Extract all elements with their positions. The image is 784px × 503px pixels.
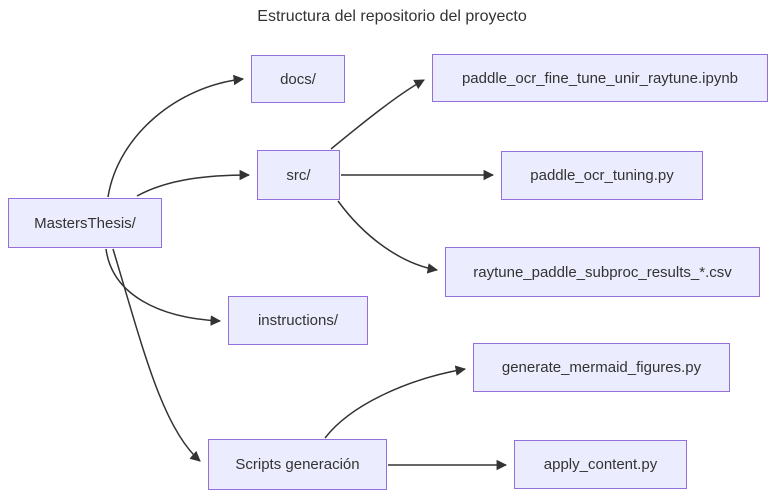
node-src: src/ xyxy=(257,150,340,200)
edge-scripts-mermaidfig xyxy=(324,365,467,439)
edge-root-scripts xyxy=(112,248,201,462)
node-scripts-generacion: Scripts generación xyxy=(208,439,387,490)
edge-root-src xyxy=(136,169,251,197)
node-apply-content: apply_content.py xyxy=(514,440,687,489)
node-paddle-ocr-tuning: paddle_ocr_tuning.py xyxy=(501,151,703,200)
node-apply-content-label: apply_content.py xyxy=(543,456,658,473)
node-mastersthesis: MastersThesis/ xyxy=(8,198,162,248)
node-instructions: instructions/ xyxy=(228,296,368,345)
node-generate-mermaid-figures-label: generate_mermaid_figures.py xyxy=(501,359,702,376)
node-mastersthesis-label: MastersThesis/ xyxy=(34,214,136,232)
node-docs-label: docs/ xyxy=(280,70,316,88)
edge-root-instructions xyxy=(105,248,222,326)
node-docs: docs/ xyxy=(251,55,345,103)
node-instructions-label: instructions/ xyxy=(257,312,339,329)
edge-src-csv xyxy=(337,200,439,274)
edge-src-ipynb xyxy=(330,79,425,150)
node-paddle-ocr-fine-tune-notebook: paddle_ocr_fine_tune_unir_raytune.ipynb xyxy=(432,54,768,102)
node-raytune-results-csv: raytune_paddle_subproc_results_*.csv xyxy=(445,247,760,297)
node-src-label: src/ xyxy=(286,166,311,184)
node-paddle-ocr-tuning-label: paddle_ocr_tuning.py xyxy=(530,167,674,184)
node-generate-mermaid-figures: generate_mermaid_figures.py xyxy=(473,343,730,392)
edge-root-docs xyxy=(107,74,245,198)
node-paddle-ocr-fine-tune-notebook-label: paddle_ocr_fine_tune_unir_raytune.ipynb xyxy=(461,69,739,87)
diagram-title: Estructura del repositorio del proyecto xyxy=(257,8,527,25)
node-raytune-results-csv-label: raytune_paddle_subproc_results_*.csv xyxy=(473,263,732,281)
node-scripts-generacion-label: Scripts generación xyxy=(235,456,360,473)
